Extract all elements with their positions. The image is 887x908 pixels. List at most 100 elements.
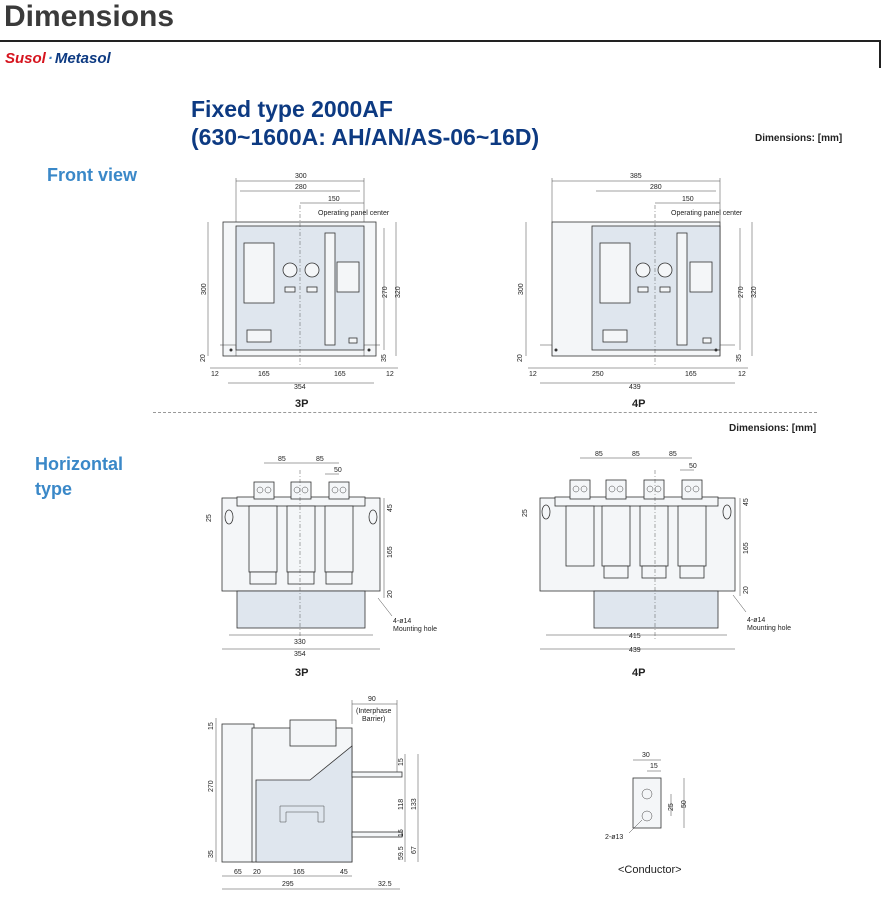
dim-conductor-50: 50: [681, 800, 688, 808]
main-title: Fixed type 2000AF (630~1600A: AH/AN/AS-0…: [191, 95, 539, 151]
label-front-3p-panel-center: Operating panel center: [318, 210, 390, 217]
section-divider: [153, 412, 817, 413]
dim-side-45: 45: [340, 869, 348, 876]
mount-hole-3p-right: [368, 509, 378, 525]
dim-side-20: 20: [253, 869, 261, 876]
side-conductor-shape: [279, 805, 325, 823]
dim-front-4p-300v: 300: [518, 283, 525, 295]
side-terminal-top: [351, 771, 403, 778]
main-title-line2: (630~1600A: AH/AN/AS-06~16D): [191, 124, 540, 150]
dim-front-3p-320: 320: [395, 286, 402, 298]
section-horizontal-line2: type: [35, 479, 73, 499]
nameplate-3p: [243, 242, 275, 304]
dim-front-4p-250: 250: [592, 371, 604, 378]
dim-side-90: 90: [368, 696, 376, 703]
label-h4p-mounting: Mounting hole: [747, 625, 791, 632]
dim-side-35: 35: [208, 850, 215, 858]
dim-h3p-50: 50: [334, 467, 342, 474]
on-button-3p: [282, 262, 298, 278]
label-h4p-holes: 4-ø14: [747, 617, 765, 624]
dim-h4p-25: 25: [522, 509, 529, 517]
dim-front-3p-165a: 165: [258, 371, 270, 378]
page-title: Dimensions: [4, 0, 175, 33]
side-lower-body: [255, 745, 353, 863]
dim-h4p-165: 165: [743, 542, 750, 554]
pole-3p-2: [286, 481, 316, 585]
brand-separator: ·: [47, 50, 53, 67]
dim-front-4p-12b: 12: [738, 371, 746, 378]
brand-primary: Susol: [5, 50, 46, 67]
indicator-3p-a: [284, 286, 296, 293]
indicator-4p-b: [659, 286, 671, 293]
dim-h4p-85c: 85: [669, 451, 677, 458]
mount-hole-4p-left: [541, 504, 551, 520]
dim-side-15c: 15: [398, 829, 405, 837]
dim-side-270: 270: [208, 780, 215, 792]
dim-front-3p-300: 300: [295, 173, 307, 180]
dim-front-4p-150: 150: [682, 196, 694, 203]
dim-h4p-415: 415: [629, 633, 641, 640]
mount-hole-4p-right: [722, 504, 732, 520]
counter-window-4p: [602, 329, 628, 343]
dim-h4p-20: 20: [743, 586, 750, 594]
dim-h4p-45: 45: [743, 498, 750, 506]
brand-logo: Susol·Metasol: [5, 50, 111, 67]
dim-front-3p-280: 280: [295, 184, 307, 191]
drawing-conductor: 30 15 25 50 2-ø13: [605, 752, 688, 841]
indicator-4p-a: [637, 286, 649, 293]
dim-front-4p-35: 35: [736, 354, 743, 362]
dim-h4p-85b: 85: [632, 451, 640, 458]
label-front-4p-panel-center: Operating panel center: [671, 210, 743, 217]
dim-h4p-85a: 85: [595, 451, 603, 458]
dim-side-295: 295: [282, 881, 294, 888]
drawing-horizontal-4p: 85 85 85 50 25 45 165 20 4-ø14 Mounting …: [522, 451, 791, 654]
pole-4p-2: [601, 479, 631, 579]
dim-side-133: 133: [411, 798, 418, 810]
dim-front-3p-35: 35: [381, 354, 388, 362]
status-lamp-3p: [348, 337, 358, 344]
drawing-side-view: 90 (Interphase Barrier) 15 270 35 15 118…: [208, 696, 419, 890]
mounting-feet-4p: [540, 344, 735, 356]
side-terminal-bottom: [351, 831, 403, 838]
pole-4p-1: [565, 479, 595, 567]
counter-window-3p: [246, 329, 272, 343]
off-button-4p: [657, 262, 673, 278]
main-title-line1: Fixed type 2000AF: [191, 96, 393, 122]
side-front-panel: [221, 723, 255, 863]
dim-side-67: 67: [411, 846, 418, 854]
pole-4p-3: [639, 479, 669, 579]
dimensions-note-front: Dimensions: [mm]: [755, 133, 843, 144]
pole-3p-1: [248, 481, 278, 585]
trip-relay-3p: [336, 261, 360, 293]
trip-relay-4p: [689, 261, 713, 293]
caption-horizontal-3p: 3P: [295, 667, 309, 679]
conductor-bar: [632, 777, 662, 829]
dim-front-3p-270: 270: [382, 286, 389, 298]
dim-conductor-25: 25: [668, 803, 675, 811]
dim-front-4p-12a: 12: [529, 371, 537, 378]
dim-front-4p-385: 385: [630, 173, 642, 180]
dim-h3p-85a: 85: [278, 456, 286, 463]
drawing-horizontal-3p: 85 85 50 25 45 165 20 4-ø14 Mounting hol…: [206, 456, 437, 658]
section-front-view: Front view: [47, 165, 138, 185]
caption-front-4p: 4P: [632, 398, 646, 410]
mount-hole-3p-left: [224, 509, 234, 525]
charging-handle-3p: [324, 232, 336, 346]
dim-front-3p-354: 354: [294, 384, 306, 391]
dim-front-3p-12a: 12: [211, 371, 219, 378]
dim-front-4p-439: 439: [629, 384, 641, 391]
dim-side-32-5: 32.5: [378, 881, 392, 888]
dim-h3p-354: 354: [294, 651, 306, 658]
header-rule-end: [879, 40, 881, 68]
nameplate-4p: [599, 242, 631, 304]
dim-front-4p-20: 20: [517, 354, 524, 362]
drawing-front-4p: 385 280 150 Operating panel center 300 2…: [517, 173, 758, 391]
dim-side-165: 165: [293, 869, 305, 876]
indicator-3p-b: [306, 286, 318, 293]
dim-front-3p-20: 20: [200, 354, 207, 362]
dim-side-15b: 15: [398, 758, 405, 766]
dim-front-4p-320: 320: [751, 286, 758, 298]
conductor-hole-top: [641, 788, 653, 800]
label-h3p-mounting: Mounting hole: [393, 626, 437, 633]
